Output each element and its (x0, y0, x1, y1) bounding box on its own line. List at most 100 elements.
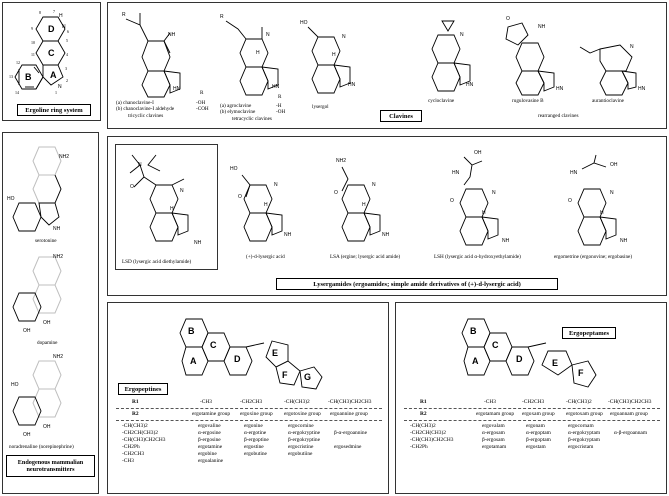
ergometrine-oh: OH (610, 162, 618, 168)
neuro-label-line2: neurotransmitters (26, 466, 75, 474)
lysergol-caption: lysergol (312, 104, 329, 110)
ergopeptames-r2-c0: -CH(CH3)CH2CH3 (410, 437, 454, 443)
noradrenaline-nh2: NH2 (53, 354, 64, 360)
serotonin-nh2: NH2 (59, 154, 70, 160)
ergoline-num-4: 4 (66, 52, 68, 57)
noradrenaline-oh1: OH (43, 424, 51, 430)
ergoline-label: Ergoline ring system (17, 104, 91, 116)
noradrenaline-caption: noradrenaline (norepinephrine) (9, 444, 74, 450)
lsa-n: N (372, 182, 376, 188)
agroclavine-r: R (220, 14, 224, 20)
ergopeptines-r3-c4: ergosedmine (334, 444, 362, 450)
lysergol-n: N (342, 34, 346, 40)
lysergol-h: H (332, 52, 336, 58)
ergoline-num-10: 10 (31, 40, 35, 45)
neuro-label-line1: Endogenous mammalian (17, 459, 84, 466)
ergopeptames-h-0: R1 (420, 399, 427, 405)
chanoclavine-caption-a: (a) chanoclavine-I (116, 100, 154, 106)
ergopeptines-r5-c1: ergoalanine (198, 458, 224, 464)
agroclavine-r-label: R (278, 94, 282, 100)
ergoline-num-13: 13 (9, 74, 13, 79)
ergopeptines-ring-c: C (210, 340, 217, 350)
ergoline-n6: N (62, 24, 66, 30)
ergopeptames-ring-e: E (552, 358, 559, 368)
ergometrine-hn: HN (570, 170, 578, 176)
dopamine-oh1: OH (43, 320, 51, 326)
lsd-box (115, 144, 218, 270)
ergopeptames-r2-c2: β-ergoptam (526, 437, 551, 443)
neuro-label: Endogenous mammalian neurotransmitters (6, 455, 95, 477)
cycloclavine-structure (431, 20, 471, 92)
lsa-nh: NH (382, 232, 390, 238)
lsh-o: O (450, 198, 454, 204)
ergoline-num-5: 5 (66, 38, 68, 43)
ergopeptines-r4-c3: ergobutiine (288, 451, 313, 457)
lsh-n: N (492, 190, 496, 196)
agroclavine-caption-c: tetracyclic clavines (232, 116, 272, 122)
ergopeptines-h-0: R1 (132, 399, 139, 405)
neuro-panel: NH2 HO NH serotonine NH2 OH OH dopamine … (2, 132, 99, 494)
lsd-n2: N (180, 188, 184, 194)
lysergic-structure (241, 174, 283, 242)
ergometrine-h: H (600, 210, 604, 216)
lsh-caption: LSH (lysergic acid α-hydroxyethylamide) (434, 254, 521, 260)
ergopeptames-ring-a: A (472, 356, 479, 366)
lsa-h: H (362, 202, 366, 208)
ergopeptines-panel: B C A D E F G Ergopeptines R1 -CH3 -CH2C… (107, 302, 389, 494)
ergopeptines-r2-c3: β-ergokryptine (288, 437, 320, 443)
ergopeptines-r2-c2: β-ergoptine (244, 437, 269, 443)
chanoclavine-caption-c: tricyclic clavines (128, 113, 164, 119)
ergopeptames-r3-c0: -CH2Ph (410, 444, 428, 450)
ergopeptines-ring-a: A (190, 356, 197, 366)
ergopeptines-h-1: -CH3 (200, 399, 212, 405)
ergopeptames-g-4: ergoannam group (610, 411, 648, 417)
ergoline-num-2: 2 (66, 78, 68, 83)
chanoclavine-r-label: R (200, 90, 204, 96)
ergopeptines-g-0: R2 (132, 411, 139, 417)
ergoline-ring-d: D (48, 24, 55, 34)
lysergic-o: O (238, 194, 242, 200)
lsd-nh: NH (194, 240, 202, 246)
ergopeptames-r0-c3: ergocornam (568, 423, 594, 429)
rugulovasine-hn: HN (556, 86, 564, 92)
ergoline-h: H (59, 13, 63, 19)
lysergic-n: N (274, 182, 278, 188)
ergopeptines-h-3: -CH(CH3)2 (284, 399, 310, 405)
aurantioclavine-n: N (630, 44, 634, 50)
ergoline-num-1: 1 (55, 90, 57, 95)
ergopeptines-r0-c3: ergocornine (288, 423, 314, 429)
ergopeptines-r2-c0: -CH(CH3)CH2CH3 (122, 437, 166, 443)
ergopeptames-r0-c0: -CH(CH3)2 (410, 423, 436, 429)
ergopeptines-r5-c0: -CH3 (122, 458, 134, 464)
ergopeptines-r4-c1: ergobine (198, 451, 217, 457)
lysergic-h: H (264, 202, 268, 208)
ergopeptines-g-1: ergotamine group (192, 411, 231, 417)
dopamine-structure (12, 256, 62, 322)
ergopeptines-table: R1 -CH3 -CH2CH3 -CH(CH3)2 -CH(CH3)CH2CH3… (108, 399, 390, 491)
lysergic-caption: (+)-d-lysergic acid (246, 254, 285, 260)
ergopeptames-rule-1 (404, 408, 660, 409)
serotonin-nh: NH (53, 226, 61, 232)
lysergol-hn: HN (348, 82, 356, 88)
ergopeptines-g-3: ergotoxine group (284, 411, 321, 417)
ergopeptames-h-2: -CH2CH3 (522, 399, 545, 405)
ergoline-num-8: 8 (39, 10, 41, 15)
ergopeptines-r1-c1: α-ergosine (198, 430, 221, 436)
chanoclavine-nh: NH (168, 32, 176, 38)
ergopeptines-ring-d: D (234, 354, 241, 364)
ergopeptines-r1-c3: α-ergokryptine (288, 430, 321, 436)
serotonin-caption: serotonine (35, 238, 57, 244)
ergopeptames-r0-c2: ergonam (526, 423, 545, 429)
agroclavine-caption-b: (b) elymoclavine (220, 109, 256, 115)
ergopeptames-h-3: -CH(CH3)2 (566, 399, 592, 405)
ergopeptames-h-4: -CH(CH3)CH2CH3 (608, 399, 652, 405)
ergopeptines-g-2: ergoxine group (240, 411, 273, 417)
ergopeptines-ring-f: F (282, 370, 288, 380)
ergopeptines-label: Ergopeptines (118, 383, 168, 395)
ergoline-num-12: 12 (16, 60, 20, 65)
ergopeptames-rule-2 (404, 420, 660, 421)
ergopeptames-r1-c1: α-ergosam (482, 430, 505, 436)
ergopeptines-structure (179, 318, 323, 390)
ergoline-num-6: 6 (67, 29, 69, 34)
ergopeptames-r2-c1: β-ergosam (482, 437, 505, 443)
